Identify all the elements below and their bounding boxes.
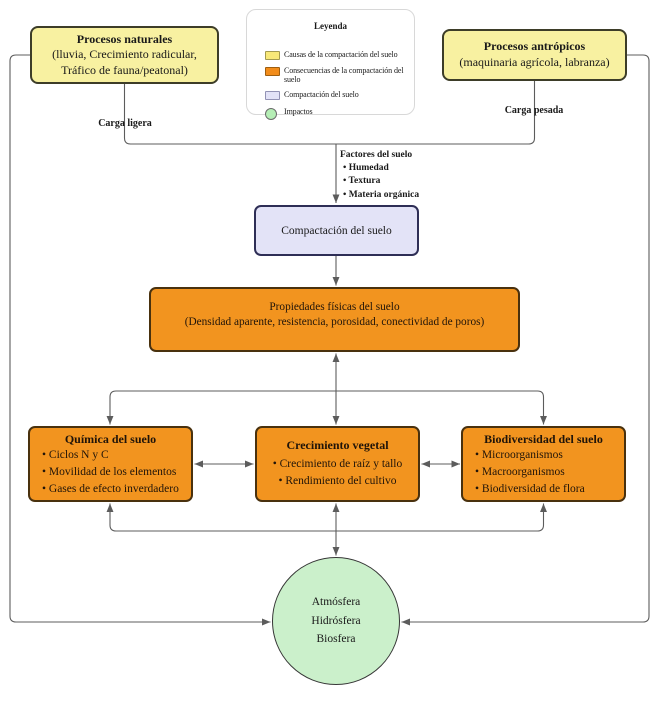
node-crecimiento-vegetal: Crecimiento vegetal • Crecimiento de raí… [255, 426, 420, 502]
node-line: (Densidad aparente, resistencia, porosid… [184, 316, 485, 328]
edge-impacts-to-chemistry [106, 503, 336, 532]
edge-anthropic-to-junction [336, 81, 536, 145]
impacts-color-swatch [265, 108, 277, 120]
factores-item: • Materia orgánica [343, 189, 420, 200]
edge-label-factores-del-suelo: Factores del suelo • Humedad • Textura •… [340, 149, 419, 202]
node-title: Biodiversidad del suelo [484, 432, 603, 446]
node-compactacion-del-suelo: Compactación del suelo [254, 205, 419, 256]
node-biodiversidad-del-suelo: Biodiversidad del suelo • Microorganismo… [461, 426, 626, 502]
edge-natural-loop-to-impacts [9, 54, 271, 626]
edge-distributor-to-biodiversity [336, 390, 547, 425]
legend: Leyenda Causas de la compactación del su… [246, 9, 415, 120]
node-line: (maquinaria agrícola, labranza) [459, 55, 610, 69]
node-procesos-naturales: Procesos naturales (lluvia, Crecimiento … [30, 26, 219, 84]
edge-distributor-to-chemistry [106, 390, 336, 425]
bullet-item: • Ciclos N y C [42, 449, 109, 461]
legend-item-causes: Causas de la compactación del suelo [265, 50, 411, 60]
bullet-item: • Gases de efecto inverdadero [42, 483, 179, 495]
node-procesos-antropicos: Procesos antrópicos (maquinaria agrícola… [442, 29, 627, 81]
node-label: Compactación del suelo [281, 224, 392, 237]
legend-title: Leyenda [313, 21, 347, 31]
edge-label-carga-pesada: Carga pesada [504, 105, 564, 116]
edge-label-carga-ligera: Carga ligera [98, 118, 152, 129]
causes-color-swatch [265, 51, 280, 60]
consequences-color-swatch [265, 67, 280, 76]
edge-natural-to-junction [123, 84, 336, 145]
compaction-color-swatch [265, 91, 280, 100]
node-title: Química del suelo [64, 432, 157, 446]
node-line: (lluvia, Crecimiento radicular, [52, 47, 197, 62]
bullet-item: • Biodiversidad de flora [475, 483, 585, 495]
node-line: Atmósfera [311, 596, 361, 609]
node-line: Hidrósfera [311, 614, 361, 627]
node-title: Procesos naturales [76, 31, 173, 46]
node-propiedades-fisicas: Propiedades físicas del suelo (Densidad … [149, 287, 520, 352]
factores-title: Factores del suelo [340, 150, 413, 160]
bullet-item: • Microorganismos [475, 449, 563, 461]
legend-item-consequences: Consecuencias de la compactación del sue… [265, 66, 411, 84]
legend-item-impacts: Impactos [265, 107, 411, 120]
edge-anthropic-loop-to-impacts [401, 54, 650, 626]
factores-item: • Humedad [343, 163, 389, 174]
edge-impacts-to-biodiversity [336, 503, 547, 532]
node-line: Biosfera [316, 633, 356, 646]
legend-item-compaction: Compactación del suelo [265, 90, 411, 100]
node-impactos-circle: Atmósfera Hidrósfera Biosfera [272, 557, 400, 685]
node-quimica-del-suelo: Química del suelo • Ciclos N y C • Movil… [28, 426, 193, 502]
bullet-item: • Movilidad de los elementos [42, 466, 177, 478]
bullet-item: • Rendimiento del cultivo [278, 475, 397, 487]
node-title: Procesos antrópicos [483, 39, 586, 54]
bullet-item: • Crecimiento de raíz y tallo [272, 458, 403, 470]
node-line: Tráfico de fauna/peatonal) [61, 62, 188, 77]
bullet-item: • Macroorganismos [475, 466, 565, 478]
node-title: Crecimiento vegetal [286, 438, 389, 452]
node-line: Propiedades físicas del suelo [269, 300, 400, 313]
factores-item: • Textura [343, 176, 381, 187]
